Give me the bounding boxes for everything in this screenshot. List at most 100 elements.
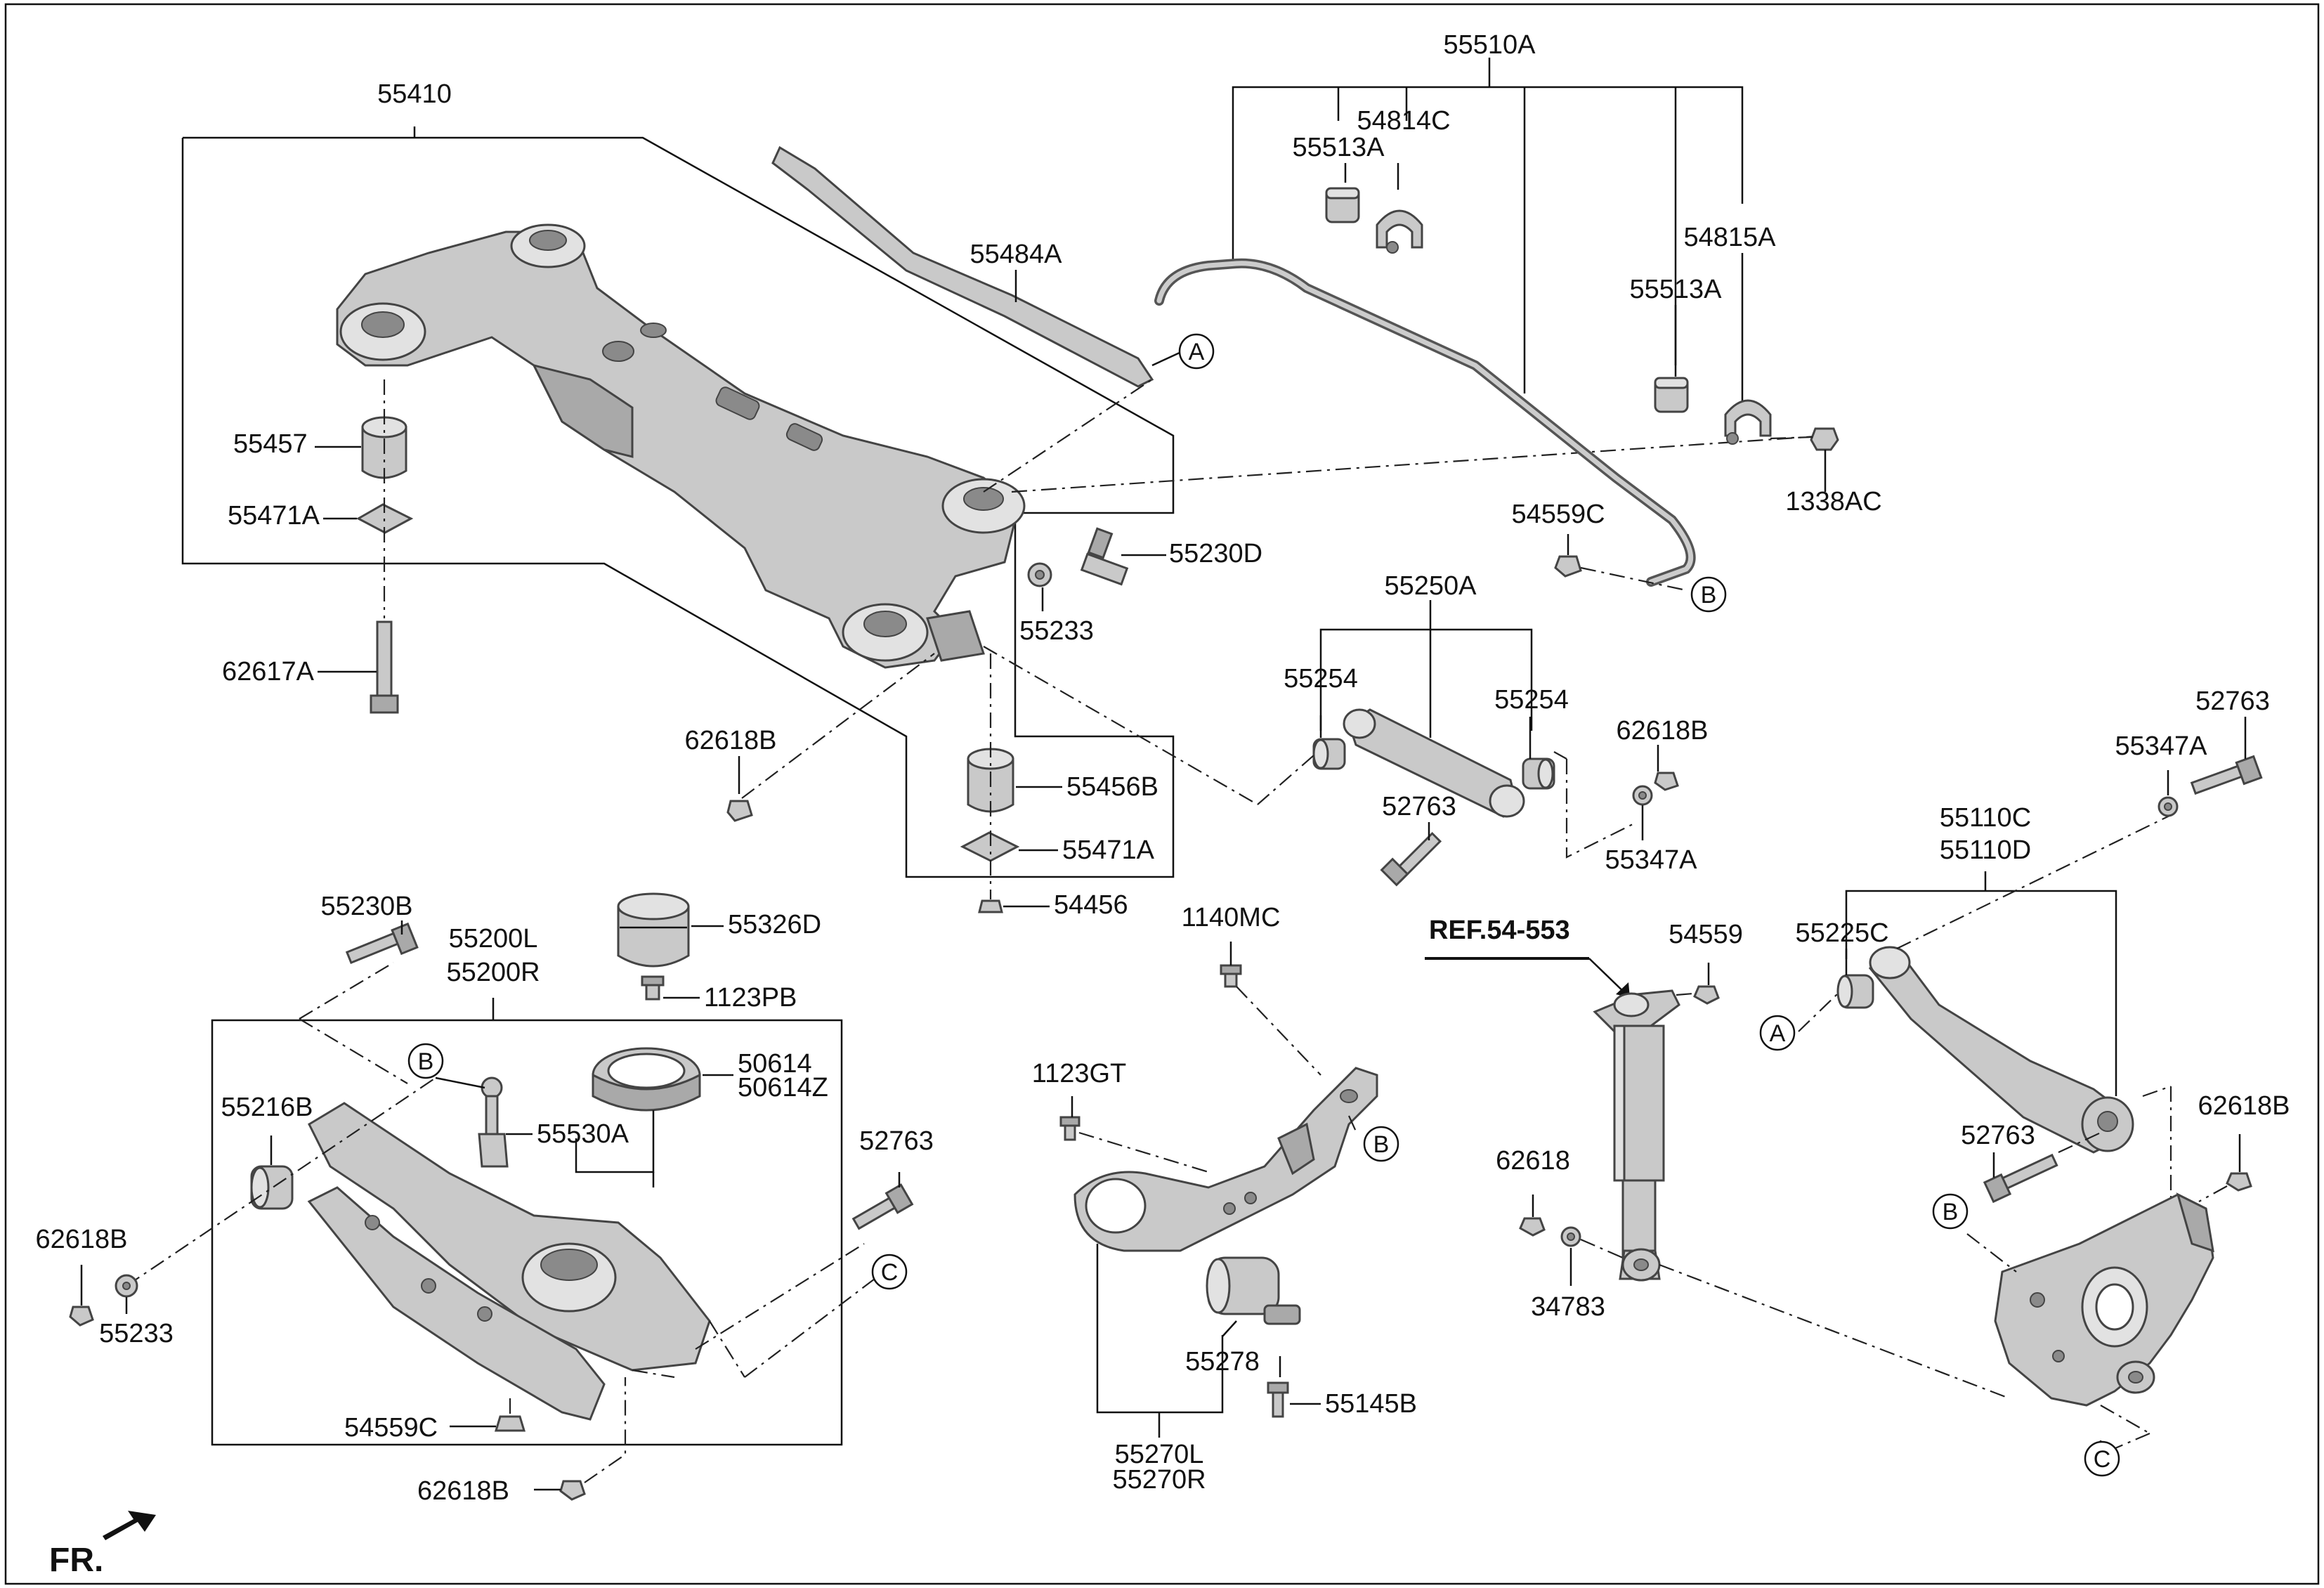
label-55225C: 55225C [1795,918,1888,948]
label-55484A: 55484A [970,240,1062,269]
label-52763-mid: 52763 [1382,792,1456,821]
label-55510A: 55510A [1443,30,1536,60]
callout-A-arm: A [1759,1015,1796,1051]
label-55200L: 55200L [449,924,538,954]
bolt-62617A [370,620,399,714]
label-55456B: 55456B [1066,772,1158,802]
label-55410: 55410 [377,79,452,109]
nut-62618B-knuckle [2226,1172,2252,1192]
front-indicator: FR. [49,1542,103,1579]
bolt-52763-knuckle [1983,1153,2058,1204]
label-55145B: 55145B [1325,1389,1417,1419]
svg-text:A: A [1189,339,1205,365]
lower-arm-55200 [307,1102,711,1421]
label-62618B-farleft: 62618B [35,1225,127,1254]
callout-C-lowerarm: C [871,1254,908,1290]
bolt-52763-mid [1380,831,1442,887]
label-54559C-top: 54559C [1511,500,1605,529]
bolt-55145B [1267,1381,1289,1418]
subframe-group-bracket [181,136,1175,878]
label-55233-left: 55233 [99,1319,174,1348]
label-55250A: 55250A [1384,571,1477,601]
label-55233-top: 55233 [1019,616,1094,646]
nut-54559C-top [1554,555,1582,578]
nut-62618B-farleft [69,1306,94,1327]
svg-text:C: C [881,1259,899,1286]
callout-B-lowerarm: B [407,1043,444,1079]
bushing-55278 [1206,1256,1301,1325]
nut-54559C-bottom [494,1415,526,1432]
upper-link-55250A [1343,708,1525,818]
label-62617A: 62617A [222,657,315,686]
bushing-55513A-top [1325,187,1360,223]
bracket-bar-55484A [771,145,1154,388]
callout-B-top: B [1690,576,1727,613]
svg-text:A: A [1770,1020,1786,1047]
svg-text:B: B [1701,582,1717,608]
ref-label: REF.54-553 [1429,916,1570,945]
arm-55110-bracket [1845,890,2117,1096]
label-62618B-center: 62618B [684,726,776,755]
upper-arm-55110 [1868,946,2134,1154]
label-52763-knuckle: 52763 [1961,1121,2035,1150]
bushing-55225C [1836,974,1874,1009]
label-62618B-right: 62618B [1616,716,1708,746]
bolt-55230D [1080,527,1129,586]
label-50614Z: 50614Z [738,1073,828,1102]
bushing-55254-right [1522,757,1555,790]
bolt-52763-top [2190,755,2263,795]
label-62618: 62618 [1496,1146,1570,1176]
label-1140MC: 1140MC [1182,903,1281,932]
screw-1140MC [1220,964,1242,988]
shock-absorber [1593,989,1680,1282]
label-1123PB: 1123PB [704,983,797,1013]
bump-stop-55326D [617,892,690,968]
lower-arm-group-box [211,1019,843,1446]
spring-pad-50614 [592,1047,701,1112]
bushing-55254-left [1312,738,1346,770]
label-55110D: 55110D [1940,835,2031,865]
label-55513A-mid: 55513A [1629,275,1722,304]
nut-1338AC [1810,427,1839,451]
front-arrow-icon [103,1511,156,1540]
callout-A-top: A [1178,333,1215,370]
label-55270L: 55270L [1115,1440,1204,1469]
link-group-bracket [1319,628,1533,731]
nut-62618B-center [726,800,753,822]
plate-55471A-right [960,831,1020,862]
label-55216B: 55216B [221,1093,313,1122]
label-54559: 54559 [1669,920,1743,949]
svg-text:C: C [2094,1446,2111,1473]
label-34783: 34783 [1531,1292,1605,1322]
svg-text:B: B [418,1048,434,1075]
label-55530A: 55530A [537,1119,629,1149]
nut-62618B-bottom [559,1480,586,1501]
callout-B-trailingarm: B [1363,1126,1399,1162]
label-62618B-bottom: 62618B [417,1476,509,1506]
callout-B-knuckle: B [1932,1193,1969,1230]
knuckle [1994,1192,2214,1407]
label-50614: 50614 [738,1049,812,1079]
trailing-arm-55270 [1073,1067,1378,1252]
label-55471A-left: 55471A [228,501,320,531]
nut-62618B-right [1654,772,1679,791]
label-1338AC: 1338AC [1785,487,1881,516]
label-55110C: 55110C [1940,803,2031,833]
bolt-52763-left [851,1183,914,1230]
label-54559C-bottom: 54559C [344,1413,438,1443]
stabilizer-link-55530A [478,1076,509,1168]
bracket-54815A [1724,399,1772,445]
label-54815A: 54815A [1683,223,1776,252]
svg-text:B: B [1943,1199,1959,1225]
nut-54559 [1693,985,1720,1005]
bushing-55216B [250,1165,294,1210]
callout-C-knuckle: C [2084,1440,2120,1477]
label-55200R: 55200R [446,958,540,987]
bushing-55513A-mid [1654,377,1689,413]
label-55270R: 55270R [1112,1465,1206,1495]
label-52763-top: 52763 [2195,686,2270,716]
label-62618B-knuckle: 62618B [2198,1091,2290,1121]
label-55230D: 55230D [1169,539,1262,568]
label-54814C: 54814C [1357,106,1450,136]
